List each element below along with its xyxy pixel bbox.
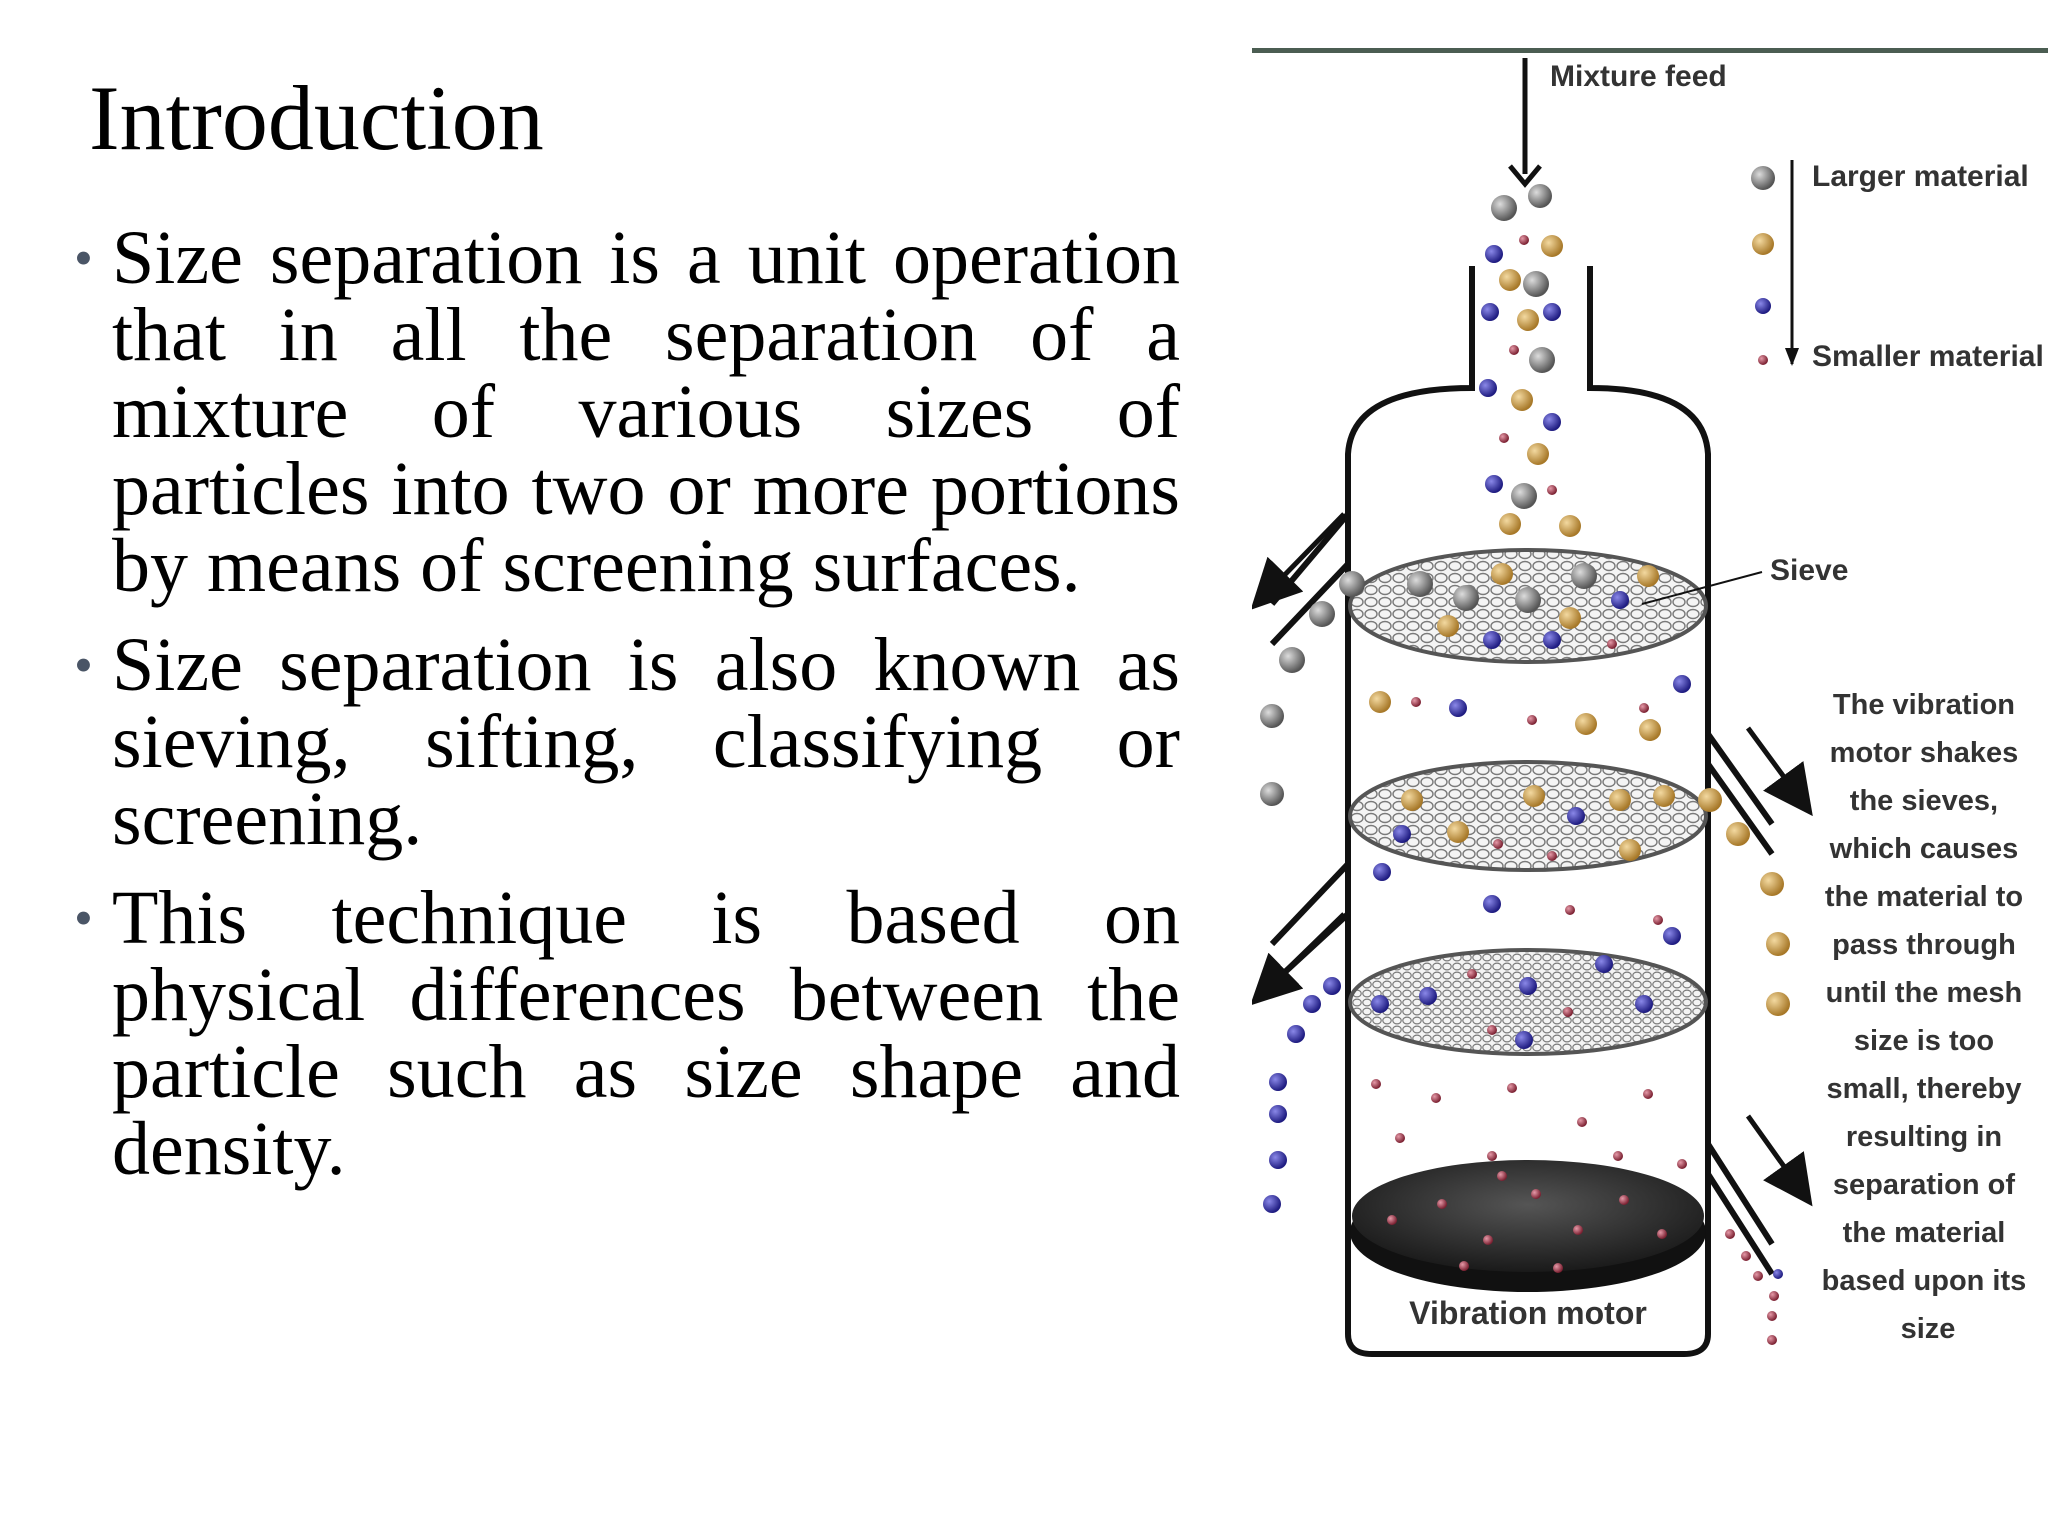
sieve-middle (1348, 760, 1708, 872)
right-lower-arrow-icon (1745, 1114, 1813, 1207)
motor-particles (1387, 1171, 1667, 1273)
bullet-list: • Size separation is a unit operation th… (70, 220, 1180, 1210)
feed-particles (1479, 184, 1581, 537)
diagram-caption: The vibration motor shakes the sieves, w… (1822, 689, 2035, 1345)
outlet-arrows (1252, 512, 1813, 1207)
bullet-item: • Size separation is also known as sievi… (70, 627, 1180, 858)
slide-title: Introduction (89, 67, 544, 169)
bullet-item: • This technique is based on physical di… (70, 880, 1180, 1188)
sieve-pointer (1641, 571, 1763, 605)
bullet-text: Size separation is a unit operation that… (112, 216, 1180, 608)
bullet-dot-icon: • (74, 888, 93, 948)
bullet-text: This technique is based on physical diff… (112, 876, 1180, 1191)
legend-gold-dot-icon (1752, 233, 1774, 255)
bullet-dot-icon: • (74, 635, 93, 695)
right-exit-gold-particles (1698, 788, 1790, 1016)
bottom-sieve-particles (1371, 955, 1653, 1049)
legend-larger-dot-icon (1751, 166, 1775, 190)
sieve-diagram: Mixture feed Larger material Smaller mat… (1252, 44, 2048, 1364)
sieve-column-outline (1345, 266, 1711, 1357)
falling-small-particles (1371, 1079, 1687, 1169)
top-border (1252, 48, 2048, 53)
left-exit-blue-particles (1263, 977, 1341, 1213)
right-exit-small-particles (1725, 1229, 1783, 1345)
legend-smaller-dot-icon (1758, 355, 1768, 365)
falling-particles-lower (1373, 863, 1681, 945)
top-sieve-particles (1407, 563, 1659, 649)
left-lower-arrow-icon (1252, 912, 1346, 1006)
sieve-label: Sieve (1770, 554, 1848, 587)
left-upper-arrow-icon (1252, 512, 1346, 610)
bullet-text: Size separation is also known as sieving… (112, 623, 1180, 861)
middle-sieve-particles (1393, 785, 1675, 861)
bullet-dot-icon: • (74, 228, 93, 288)
sieve-bottom (1348, 948, 1708, 1056)
motor-disk (1352, 1160, 1704, 1272)
left-exit-large-particles (1260, 571, 1365, 806)
bullet-item: • Size separation is a unit operation th… (70, 220, 1180, 605)
legend-larger-label: Larger material (1812, 160, 2029, 193)
legend-blue-dot-icon (1755, 298, 1771, 314)
feed-label: Mixture feed (1550, 60, 1727, 93)
legend-smaller-label: Smaller material (1812, 340, 2044, 373)
motor-label: Vibration motor (1409, 1295, 1647, 1331)
falling-particles-mid (1369, 675, 1691, 741)
right-upper-arrow-icon (1745, 726, 1813, 817)
